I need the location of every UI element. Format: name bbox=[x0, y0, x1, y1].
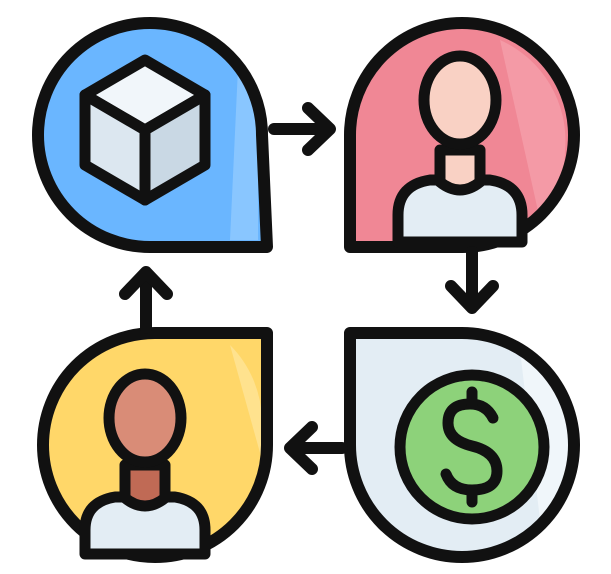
dollar-coin-icon bbox=[394, 369, 550, 525]
arrow-left-icon bbox=[284, 421, 348, 475]
seller-node bbox=[344, 17, 580, 253]
product-node bbox=[32, 17, 273, 253]
buyer-node bbox=[37, 327, 273, 563]
cube-icon bbox=[79, 54, 211, 206]
arrow-up-icon bbox=[119, 266, 173, 334]
seller-person-icon bbox=[392, 50, 528, 248]
payment-node bbox=[344, 327, 580, 563]
arrow-down-icon bbox=[445, 246, 499, 314]
arrow-right-icon bbox=[268, 102, 336, 156]
buyer-person-icon bbox=[79, 368, 211, 560]
